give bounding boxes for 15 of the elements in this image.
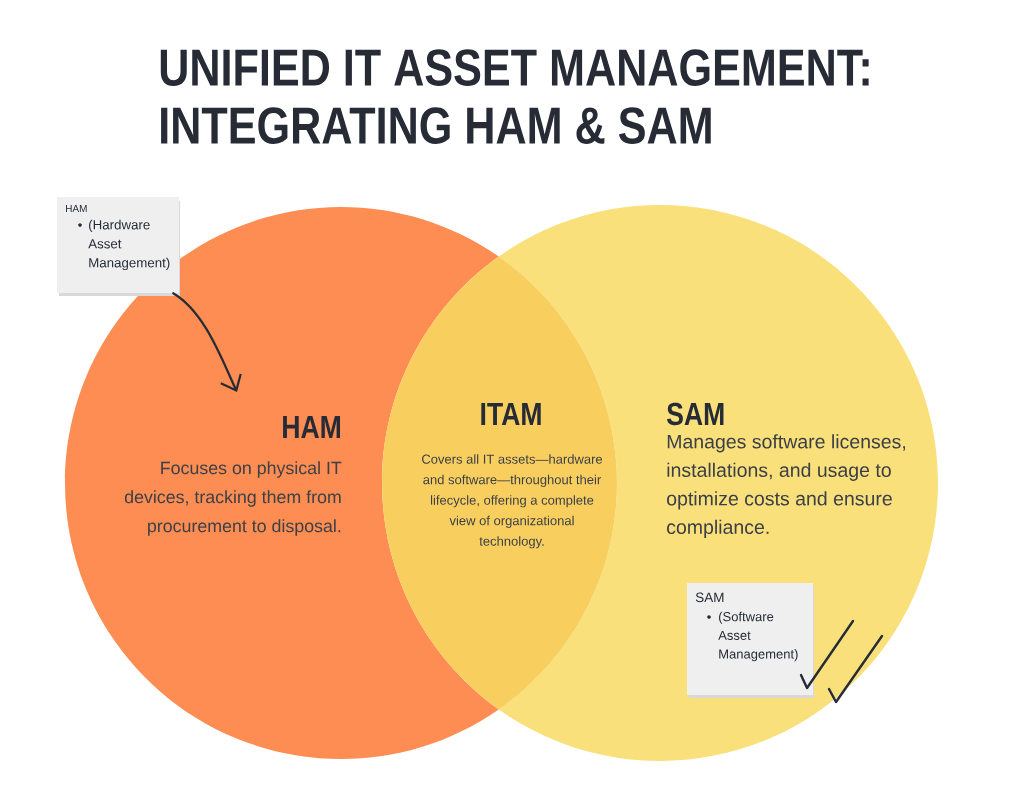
description: Focuses on physical IT devices, tracking them from procurement to disposal. [124, 461, 342, 536]
heading: HAM [283, 416, 340, 438]
heading: SAM [667, 402, 724, 426]
description: Covers all IT assets—hardware and software—throughout their lifecycle, offering a complete view of organizational technology. [422, 454, 603, 549]
curved-arrow [172, 292, 242, 392]
description: Manages software licenses, installations, and usage to optimize costs and ensure compliance. [667, 434, 906, 538]
sticky-note [57, 197, 180, 296]
note-text: (Software Asset Management) [718, 611, 798, 662]
note-heading: SAM [695, 592, 724, 603]
note-heading: HAM [66, 205, 87, 212]
sticky-note [687, 583, 814, 698]
note-text: (Hardware Asset Management) [88, 219, 170, 271]
overlap-region [382, 256, 617, 710]
title: UNIFIED IT ASSET MANAGEMENT: INTEGRATING HAM & SAM [160, 49, 869, 144]
heading: ITAM [481, 403, 541, 425]
